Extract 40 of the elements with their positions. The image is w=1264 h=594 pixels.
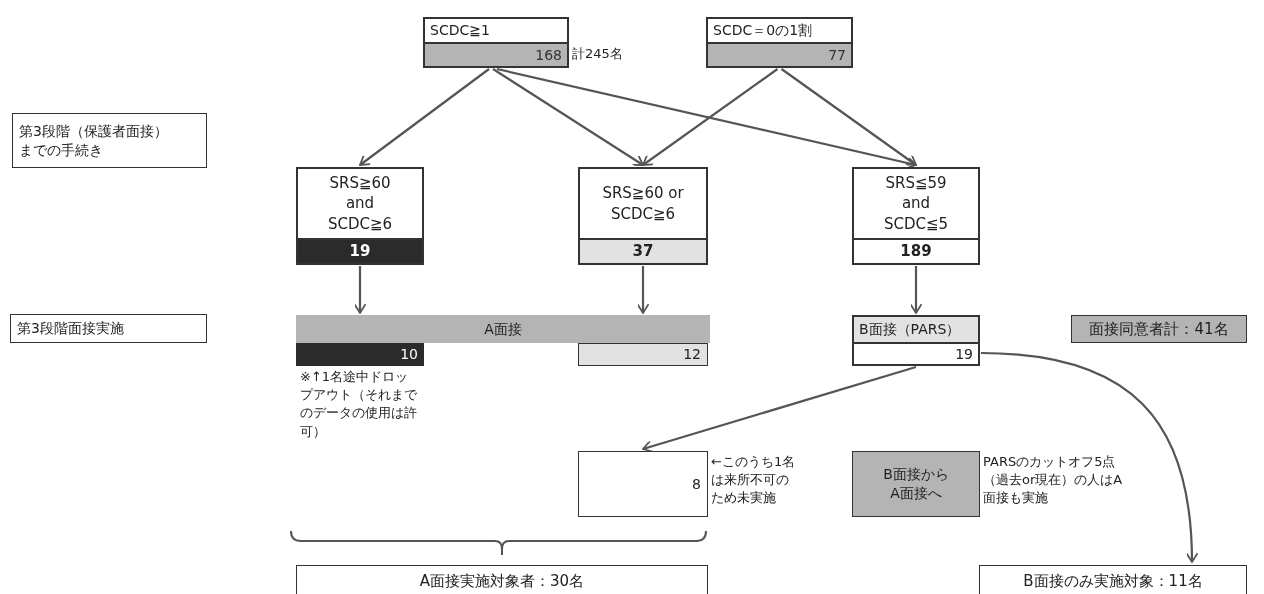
arrow: [492, 68, 644, 166]
arrow: [496, 67, 917, 170]
criteria-box: [852, 315, 980, 366]
arrow: [642, 365, 917, 453]
note-text: ※↑1名途中ドロップアウト（それまでのデータの使用は許可）: [300, 368, 418, 441]
count-bar: 10: [296, 343, 424, 366]
criteria-box: [296, 167, 424, 265]
note-text: ←このうち1名は来所不可のため未実施: [711, 453, 797, 508]
arrow: [353, 266, 367, 314]
total-box: 面接同意者計：41名: [1071, 315, 1247, 343]
arrow: [359, 68, 490, 166]
count-band: 77: [708, 42, 851, 66]
criteria-box: [852, 167, 980, 265]
criteria-box: [706, 17, 853, 68]
count-band: 19: [298, 238, 422, 263]
note-text: PARSのカットオフ5点（過去or現在）の人はA面接も実施: [983, 453, 1124, 508]
arrow: [980, 351, 1199, 563]
result-box: A面接実施対象者：30名: [296, 565, 708, 594]
note-box: B面接からA面接へ: [852, 451, 980, 517]
interview-bar: A面接: [296, 315, 710, 343]
criteria-text: SCDC＝0の1割: [712, 21, 814, 41]
criteria-box: [423, 17, 569, 68]
criteria-text: SRS≧60 and SCDC≧6: [326, 173, 394, 235]
arrow: [636, 266, 650, 314]
count-bar: 12: [578, 343, 708, 366]
note-text: 計245名: [572, 45, 624, 63]
stage-label-box: 第3段階面接実施: [10, 314, 207, 343]
result-box: B面接のみ実施対象：11名: [979, 565, 1247, 594]
criteria-text: SCDC≧1: [429, 21, 491, 41]
arrow: [780, 68, 917, 166]
criteria-text: B面接（PARS）: [854, 317, 978, 342]
stage-label-box: 第3段階（保護者面接）までの手続き: [12, 113, 207, 168]
count-band: 37: [580, 238, 706, 263]
count-band: 168: [425, 42, 567, 66]
arrow: [909, 266, 923, 314]
criteria-box: [578, 167, 708, 265]
criteria-text: SRS≧60 or SCDC≧6: [601, 183, 685, 225]
arrow: [642, 68, 779, 166]
count-box: 8: [578, 451, 708, 517]
criteria-text: SRS≦59 and SCDC≦5: [882, 173, 950, 235]
